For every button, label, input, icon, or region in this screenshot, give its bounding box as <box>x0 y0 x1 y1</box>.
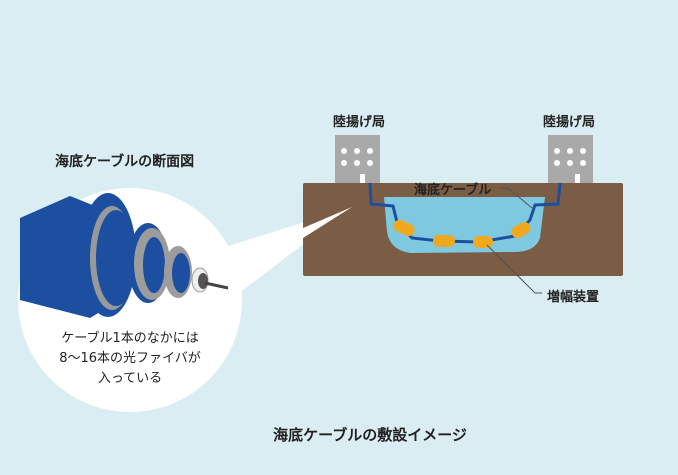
repeater-label: 増幅装置 <box>547 290 600 305</box>
cable-cross-section-illustration <box>20 193 229 318</box>
station-label-left: 陸揚げ局 <box>333 115 386 130</box>
cross-section-note: ケーブル1本のなかには 8〜16本の光ファイバが 入っている <box>30 329 230 389</box>
note-line: 入っている <box>97 371 163 386</box>
landing-station-right-building <box>548 135 593 183</box>
page-title: 海底ケーブルの敷設イメージ <box>273 426 467 444</box>
cable-leader-line <box>500 187 533 209</box>
submarine-cable-line <box>368 182 562 244</box>
repeaters <box>393 219 531 248</box>
repeater-leader-line <box>486 244 542 294</box>
note-line: ケーブル1本のなかには <box>61 331 199 346</box>
cross-section-title: 海底ケーブルの断面図 <box>55 154 195 170</box>
station-label-right: 陸揚げ局 <box>543 115 596 130</box>
note-line: 8〜16本の光ファイバが <box>59 351 201 366</box>
landing-station-left-building <box>335 135 380 183</box>
callout-pointer-tip <box>303 207 352 238</box>
cable-label: 海底ケーブル <box>414 183 492 198</box>
